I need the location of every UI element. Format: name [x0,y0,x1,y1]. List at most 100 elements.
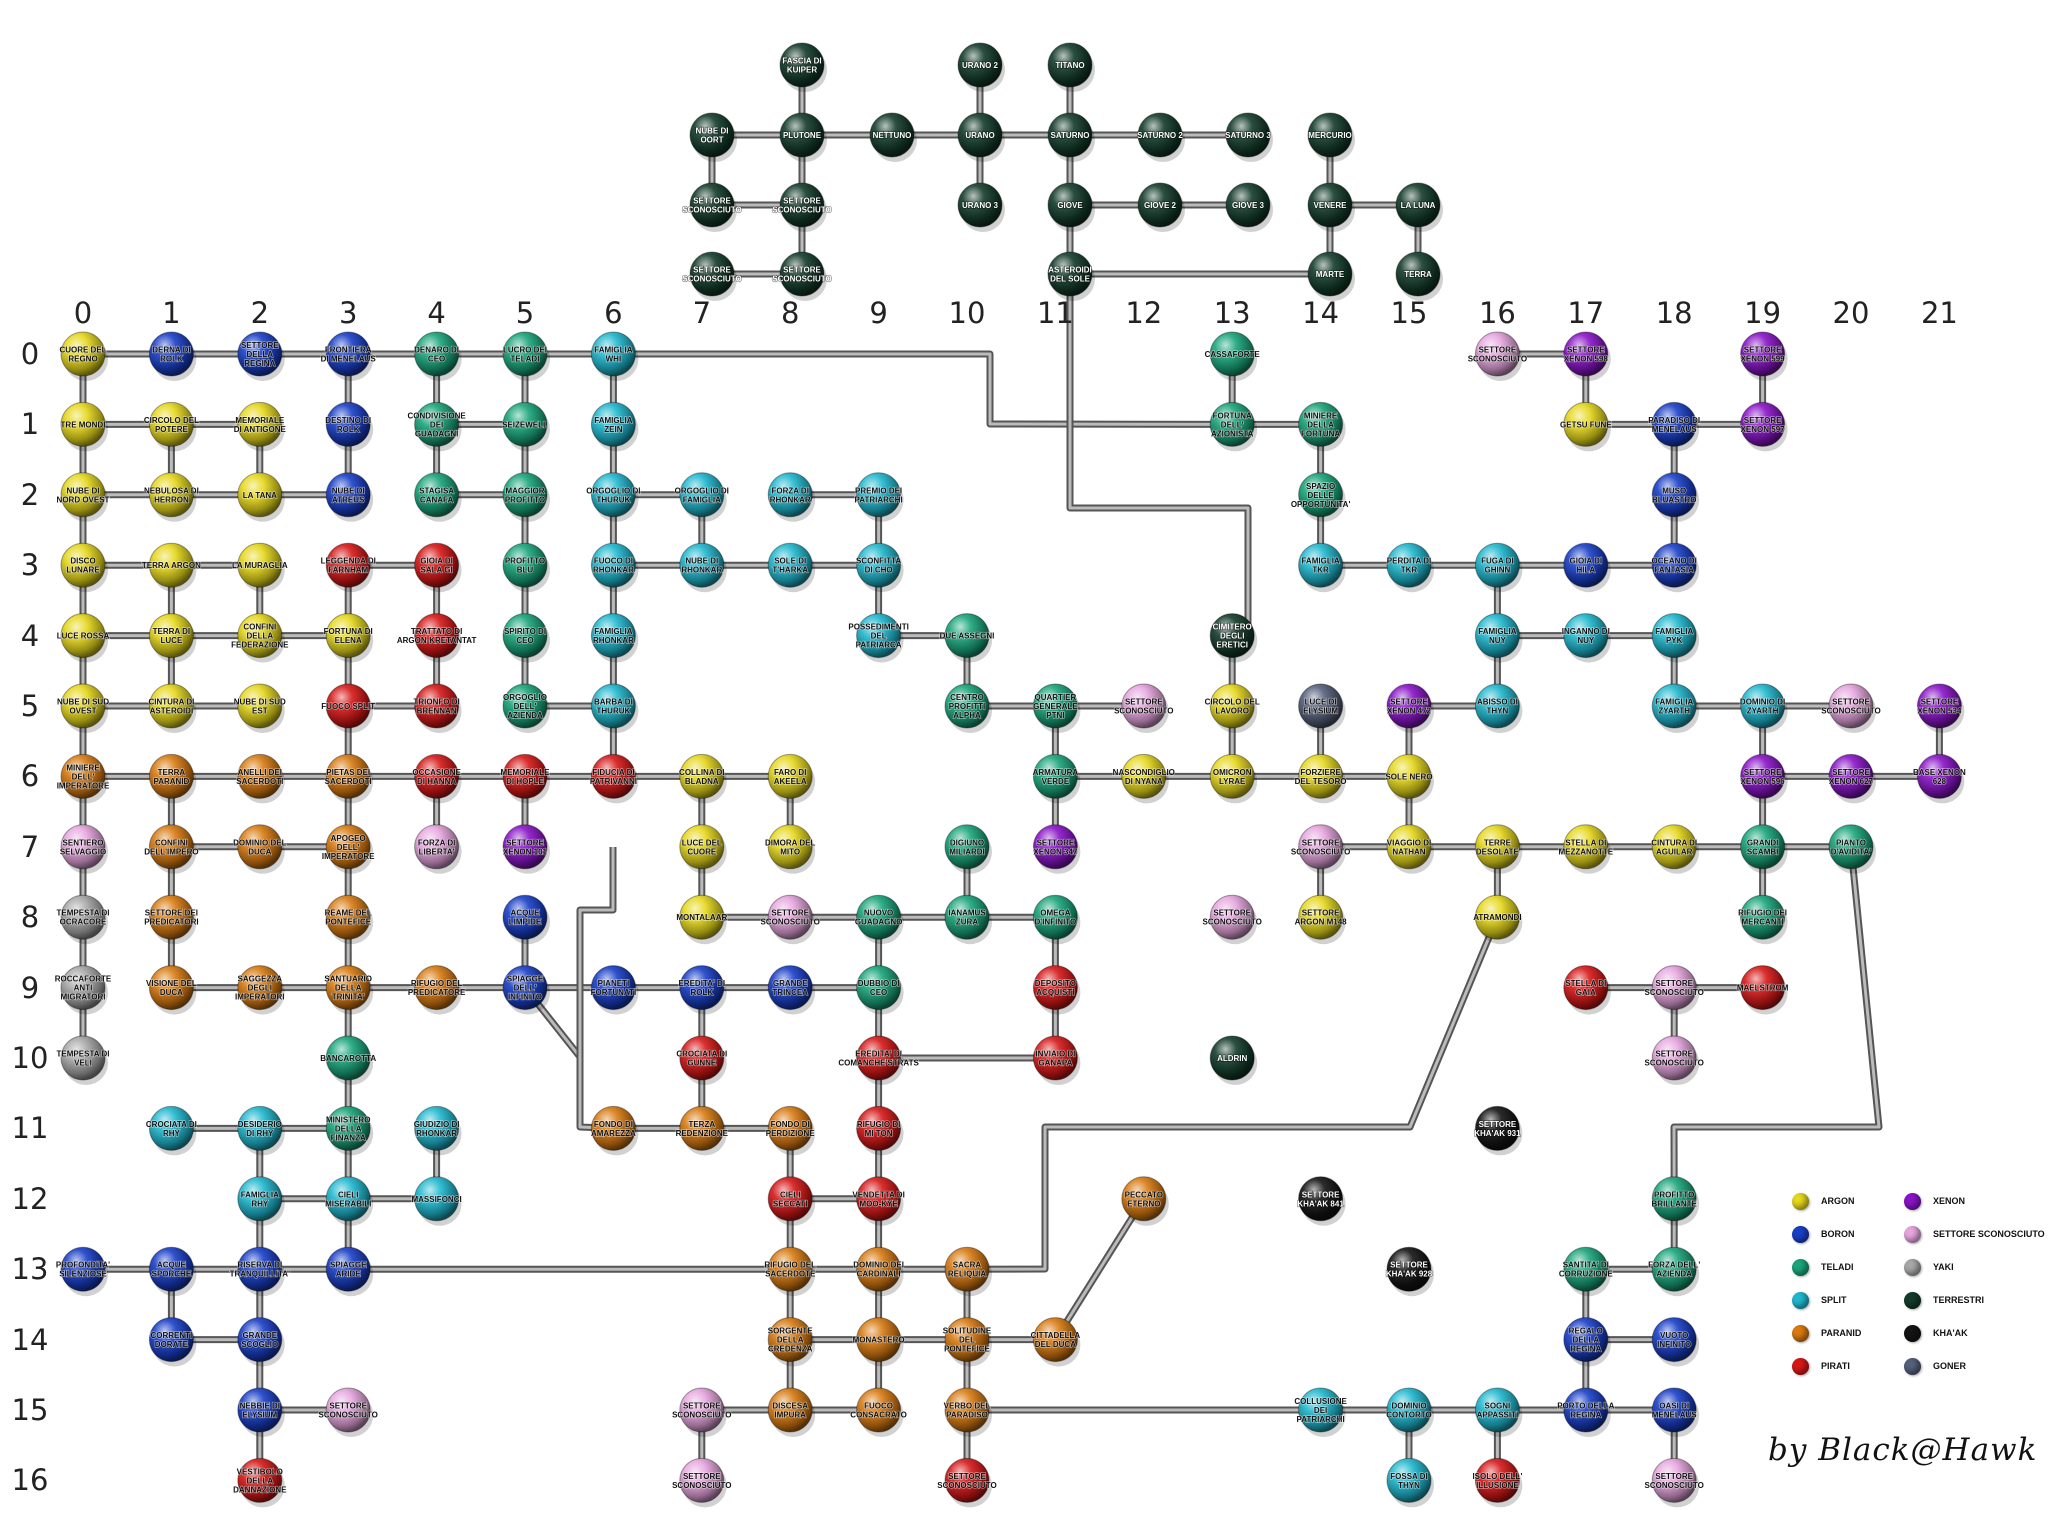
sector-node: ALDRIN [1209,1035,1258,1085]
column-number: 21 [1920,296,1958,330]
sector-sphere [148,613,194,659]
sector-sphere [767,1246,813,1292]
sector-sphere [325,1387,371,1433]
sector-sphere [590,331,636,377]
sector-sphere [1474,894,1520,940]
sector-node: GETSU FUNE [1559,401,1613,452]
sector-sphere [944,613,990,659]
gate-link-long [1068,274,1250,636]
sector-sphere [148,472,194,518]
sector-sphere [689,182,735,228]
sector-sphere [1563,1246,1609,1292]
sector-sphere [1298,753,1344,799]
legend-item: BORON [1792,1223,1855,1245]
sector-node: VENERE [1307,182,1355,232]
legend-item: SPLIT [1792,1289,1847,1311]
sector-sphere [148,542,194,588]
sector-sphere [1209,753,1255,799]
legend-item: PIRATI [1792,1355,1850,1377]
sector-sphere [414,683,460,729]
gate-link-long [613,350,1233,428]
sector-node: LA LUNA [1395,182,1443,232]
sector-sphere [1740,753,1786,799]
sector-sphere [856,472,902,518]
sector-sphere [1137,112,1183,158]
sector-sphere [1386,753,1432,799]
sector-name: ISOLO DELL'ILLUSIONE [1472,1472,1522,1490]
sector-sphere [679,542,725,588]
sector-sphere [502,894,548,940]
sector-sphere [237,683,283,729]
sector-name: GETSU FUNE [1560,420,1612,429]
sector-sphere [325,613,371,659]
gate-link-long [966,916,1499,1271]
sector-sphere [325,401,371,447]
column-number: 16 [1478,296,1516,330]
sector-sphere [237,1105,283,1151]
sector-sphere [944,824,990,870]
sector-name: URANO 3 [962,201,999,210]
sector-sphere [237,824,283,870]
sector-sphere [1474,683,1520,729]
legend-label: TELADI [1821,1262,1854,1272]
sector-sphere [1121,753,1167,799]
sector-sphere [1740,683,1786,729]
author-signature: by Black@Hawk [1768,1432,2038,1468]
sector-sphere [502,472,548,518]
sector-node: SOLE NERO [1385,753,1434,804]
sector-sphere [1651,1317,1697,1363]
sector-name: SEIZEWELL [502,420,548,429]
sector-sphere [1209,894,1255,940]
sector-sphere [779,182,825,228]
sector-sphere [60,824,106,870]
sector-sphere [590,683,636,729]
sector-sphere [590,401,636,447]
